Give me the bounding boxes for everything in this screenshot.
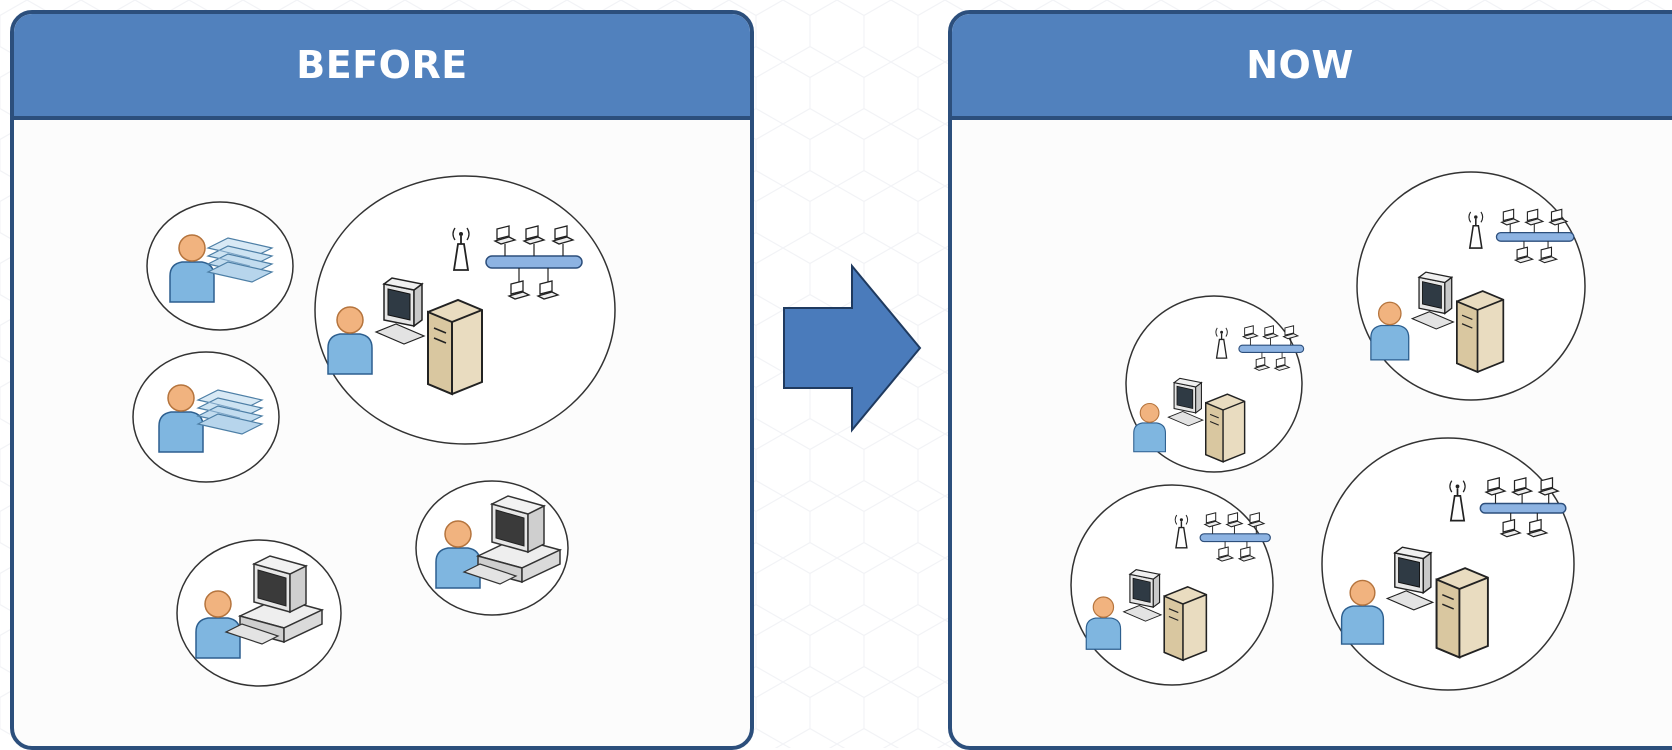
- before-circle-pc-1: [176, 539, 342, 687]
- now-panel-header: NOW: [952, 14, 1672, 120]
- right-arrow-icon: [783, 263, 922, 433]
- before-circle-docs-1: [146, 201, 294, 331]
- before-circle-network: [314, 175, 616, 445]
- before-circle-pc-2: [415, 480, 569, 616]
- now-site-1: [1125, 295, 1304, 473]
- before-circle-docs-2: [132, 351, 280, 483]
- before-panel-header: BEFORE: [14, 14, 750, 120]
- now-site-4: [1321, 437, 1575, 691]
- now-site-3: [1070, 484, 1274, 686]
- network-bus-icon: [485, 244, 583, 282]
- now-panel-title: NOW: [1246, 43, 1354, 87]
- before-panel-title: BEFORE: [296, 43, 468, 87]
- now-site-2: [1356, 171, 1586, 401]
